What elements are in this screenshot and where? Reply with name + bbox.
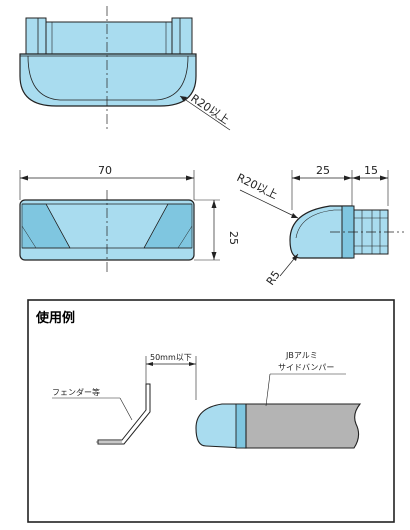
usage-example: 使用例 フェンダー等 50mm以下 JBアルミ サイドバンパー (27, 299, 395, 523)
top-view-tab-center (45, 21, 173, 55)
side-view-small-radius-label: R5 (264, 268, 283, 287)
fender-label: フェンダー等 (52, 387, 100, 397)
side-view: 25 15 R20以上 R5 (235, 164, 404, 288)
side-view-radius-label: R20以上 (235, 171, 280, 202)
fender-shape (97, 383, 151, 445)
side-view-body (289, 205, 353, 259)
usage-bumper (245, 403, 362, 449)
usage-title: 使用例 (35, 310, 75, 326)
top-view-tab-right (171, 17, 193, 55)
side-view-dim-a-label: 25 (316, 164, 330, 177)
front-view-width-label: 70 (98, 164, 112, 177)
usage-frame (27, 299, 395, 523)
front-view-height-label: 25 (227, 231, 240, 245)
top-view-tab-left (25, 17, 47, 55)
top-view: R20以上 (19, 6, 232, 132)
top-view-radius-label: R20以上 (188, 92, 231, 127)
usage-cap (195, 403, 247, 449)
side-view-dim-b-label: 15 (364, 164, 378, 177)
top-view-body (19, 53, 197, 107)
bumper-label-line1: JBアルミ (285, 351, 318, 360)
usage-cap-flange (235, 403, 247, 449)
front-view: 70 25 (19, 164, 240, 272)
bumper-label-line2: サイドバンパー (278, 363, 334, 372)
gap-label: 50mm以下 (150, 353, 192, 362)
